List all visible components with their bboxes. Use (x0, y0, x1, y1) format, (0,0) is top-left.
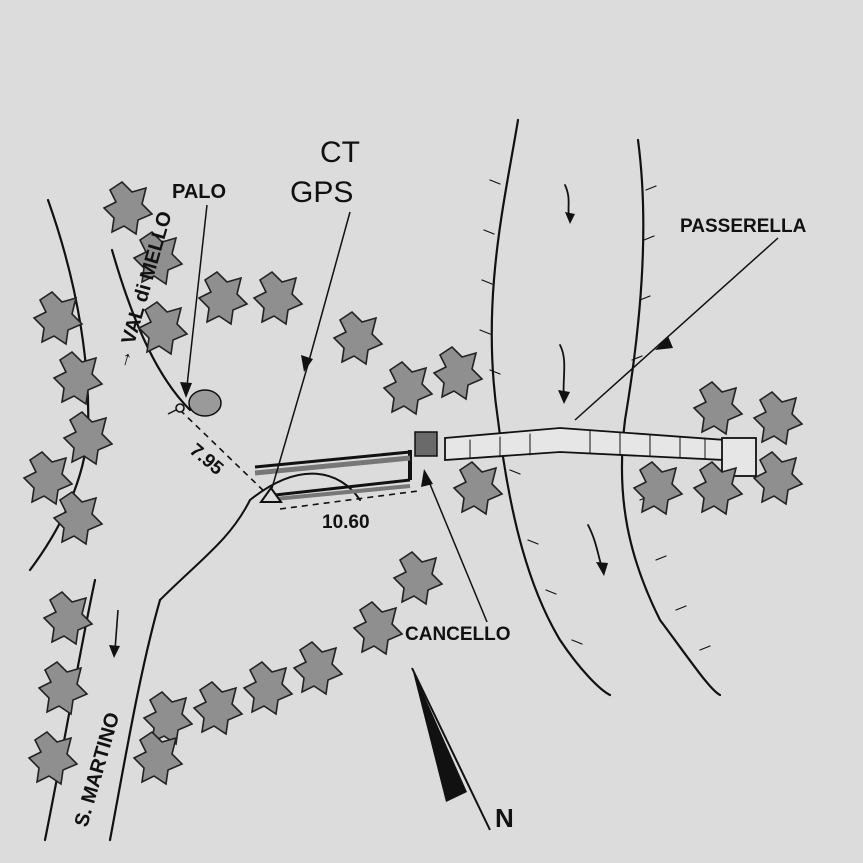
ct-label: CT (320, 136, 360, 169)
north-label: N (495, 803, 514, 833)
palo-label: PALO (172, 181, 226, 203)
river (479, 118, 722, 697)
leader-lines (180, 204, 779, 623)
distance-palo-label: 7.95 (185, 440, 227, 480)
pole-icon (167, 403, 185, 415)
measurement-lines (179, 409, 419, 510)
distance-cancello-label: 10.60 (322, 512, 370, 533)
s-martino-arrow-icon (109, 609, 120, 658)
gate (254, 431, 438, 501)
passerella-label: PASSERELLA (680, 216, 807, 237)
gps-label: GPS (290, 176, 353, 209)
footbridge (444, 427, 757, 477)
north-arrow-icon (411, 667, 491, 831)
vegetation (22, 180, 804, 786)
triangle-station-icon (259, 486, 283, 503)
cancello-label: CANCELLO (405, 624, 511, 645)
flow-arrow-icon (558, 184, 608, 576)
boulder (188, 389, 222, 417)
